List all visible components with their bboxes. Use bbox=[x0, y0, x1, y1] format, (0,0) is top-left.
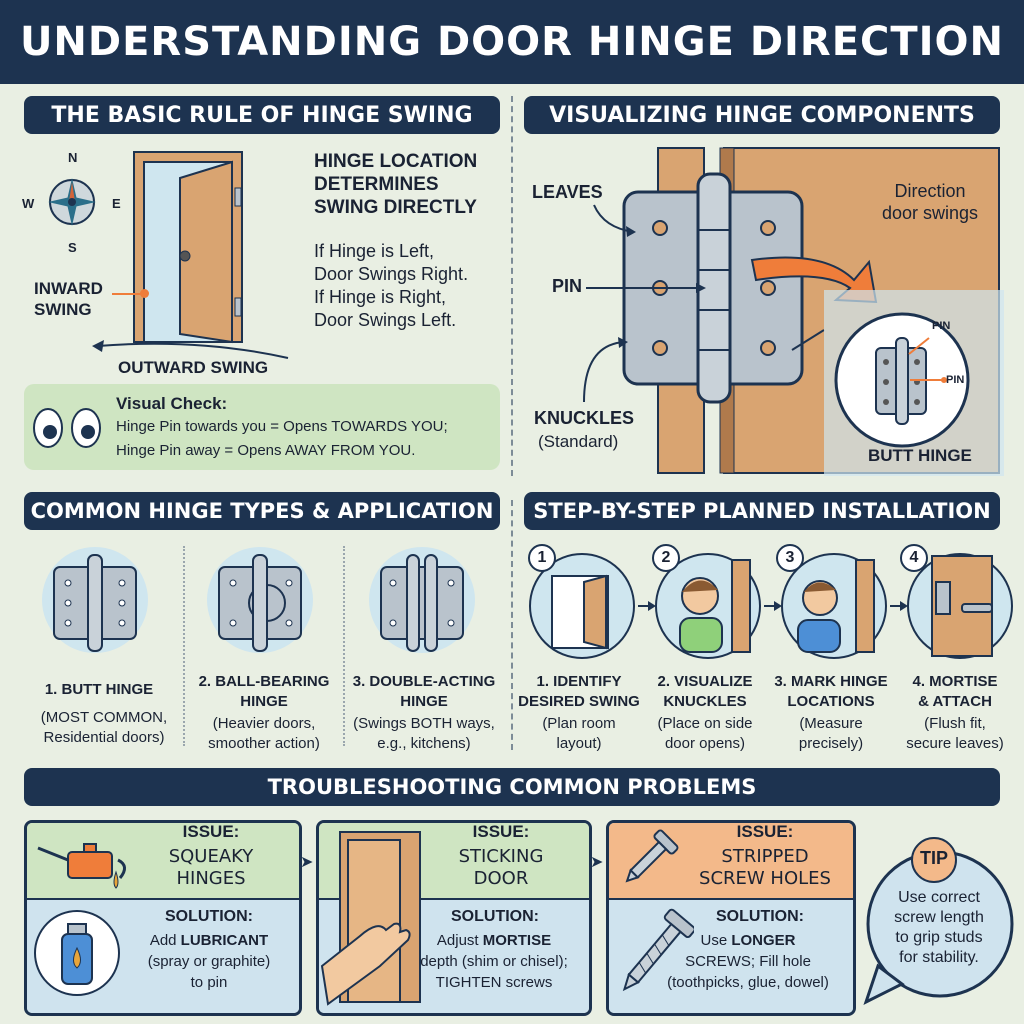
knuckles-label: KNUCKLES bbox=[534, 408, 635, 428]
hinge-types-header: COMMON HINGE TYPES & APPLICATION bbox=[24, 492, 500, 530]
step-3-label: 3. MARK HINGE LOCATIONS bbox=[774, 673, 888, 710]
types-separator-1 bbox=[183, 546, 185, 746]
troubleshooting-header: TROUBLESHOOTING COMMON PROBLEMS bbox=[24, 768, 1000, 806]
pin-label: PIN bbox=[552, 276, 583, 296]
hinge-type-2-label: 2. BALL-BEARING HINGE bbox=[198, 673, 330, 710]
step-4-label: 4. MORTISE & ATTACH bbox=[912, 673, 998, 710]
outward-swing-label: OUTWARD SWING bbox=[118, 358, 269, 377]
solution-2-text: Adjust MORTISE depth (shim or chisel); T… bbox=[420, 932, 568, 991]
screw-long-icon bbox=[622, 908, 694, 992]
installation-header: STEP-BY-STEP PLANNED INSTALLATION bbox=[524, 492, 1000, 530]
compass-south: S bbox=[68, 240, 77, 255]
inset-caption: BUTT HINGE bbox=[868, 446, 972, 465]
solution-2-label: SOLUTION: bbox=[451, 908, 539, 925]
hinge-components-illustration bbox=[583, 147, 1004, 476]
visual-check-line-2: Hinge Pin away = Opens AWAY FROM YOU. bbox=[116, 442, 416, 459]
open-door-illustration bbox=[133, 151, 243, 344]
eyes-icon bbox=[33, 408, 101, 448]
step-2-number: 2 bbox=[652, 544, 680, 572]
divider-top bbox=[511, 96, 513, 476]
sticking-door-icon bbox=[320, 831, 421, 1006]
leaves-label: LEAVES bbox=[532, 182, 603, 202]
arrow-1-icon: ➤ bbox=[300, 854, 314, 871]
inward-pointer-dot bbox=[140, 289, 149, 298]
arrow-2-icon: ➤ bbox=[590, 854, 604, 871]
hinge-type-3-label: 3. DOUBLE-ACTING HINGE bbox=[352, 673, 496, 710]
tip-text: Use correct screw length to grip studs f… bbox=[894, 889, 984, 966]
compass-north: N bbox=[68, 150, 78, 165]
solution-3-label: SOLUTION: bbox=[716, 908, 804, 925]
step-3-number: 3 bbox=[776, 544, 804, 572]
compass-east: E bbox=[112, 196, 121, 211]
screw-small-icon bbox=[625, 829, 679, 883]
divider-middle bbox=[511, 500, 513, 750]
compass-icon bbox=[48, 178, 96, 226]
inward-swing-label: INWARD SWING bbox=[34, 279, 103, 319]
step-3-desc: (Measure precisely) bbox=[798, 715, 864, 752]
components-header: VISUALIZING HINGE COMPONENTS bbox=[524, 96, 1000, 134]
issue-3-label: ISSUE: bbox=[736, 822, 794, 841]
types-separator-2 bbox=[343, 546, 345, 746]
rule-heading: HINGE LOCATION DETERMINES SWING DIRECTLY bbox=[314, 151, 478, 218]
step-2-desc: (Place on side door opens) bbox=[657, 715, 753, 752]
solution-1-label: SOLUTION: bbox=[165, 908, 253, 925]
step-1-number: 1 bbox=[528, 544, 556, 572]
solution-3-text: Use LONGER SCREWS; Fill hole (toothpicks… bbox=[667, 932, 829, 991]
step-1-desc: (Plan room layout) bbox=[542, 715, 616, 752]
issue-2-label: ISSUE: bbox=[472, 822, 530, 841]
inset-pin-right-label: PIN bbox=[946, 374, 965, 386]
hinge-type-1-desc: (MOST COMMON, Residential doors) bbox=[40, 709, 168, 746]
inset-pin-top-label: PIN bbox=[932, 320, 951, 332]
butt-hinge-icon bbox=[42, 547, 148, 653]
step-1-label: 1. IDENTIFY DESIRED SWING bbox=[518, 673, 640, 710]
spray-can-icon bbox=[34, 910, 120, 996]
page-title: UNDERSTANDING DOOR HINGE DIRECTION bbox=[0, 0, 1024, 84]
issue-2-title: STICKING DOOR bbox=[458, 846, 544, 889]
visual-check-title: Visual Check: bbox=[116, 394, 228, 413]
knuckles-sublabel: (Standard) bbox=[538, 432, 619, 451]
issue-1-label: ISSUE: bbox=[182, 822, 240, 841]
step-4-desc: (Flush fit, secure leaves) bbox=[906, 715, 1004, 752]
rule-text: If Hinge is Left, Door Swings Right. If … bbox=[314, 241, 469, 330]
issue-1-title: SQUEAKY HINGES bbox=[168, 846, 254, 889]
direction-label: Direction door swings bbox=[881, 181, 979, 223]
ball-bearing-hinge-icon bbox=[207, 547, 313, 653]
tip-badge: TIP bbox=[919, 848, 948, 868]
visual-check-box bbox=[24, 384, 500, 470]
double-acting-hinge-icon bbox=[369, 547, 475, 653]
visual-check-line-1: Hinge Pin towards you = Opens TOWARDS YO… bbox=[116, 418, 448, 435]
oil-can-icon bbox=[37, 843, 126, 889]
hinge-type-1-label: 1. BUTT HINGE bbox=[44, 681, 154, 698]
inward-pointer bbox=[112, 293, 142, 295]
step-2-label: 2. VISUALIZE KNUCKLES bbox=[657, 673, 753, 710]
basic-rule-header: THE BASIC RULE OF HINGE SWING bbox=[24, 96, 500, 134]
solution-1-text: Add LUBRICANT (spray or graphite) to pin bbox=[147, 932, 271, 991]
hinge-type-2-desc: (Heavier doors, smoother action) bbox=[208, 715, 320, 752]
tip-speech-bubble bbox=[863, 837, 1014, 1005]
hinge-type-3-desc: (Swings BOTH ways, e.g., kitchens) bbox=[353, 715, 495, 752]
installation-steps-illustration bbox=[529, 553, 1013, 659]
outward-swing-arrow bbox=[92, 340, 289, 359]
step-4-number: 4 bbox=[900, 544, 928, 572]
issue-3-title: STRIPPED SCREW HOLES bbox=[699, 846, 831, 889]
compass-west: W bbox=[22, 196, 35, 211]
